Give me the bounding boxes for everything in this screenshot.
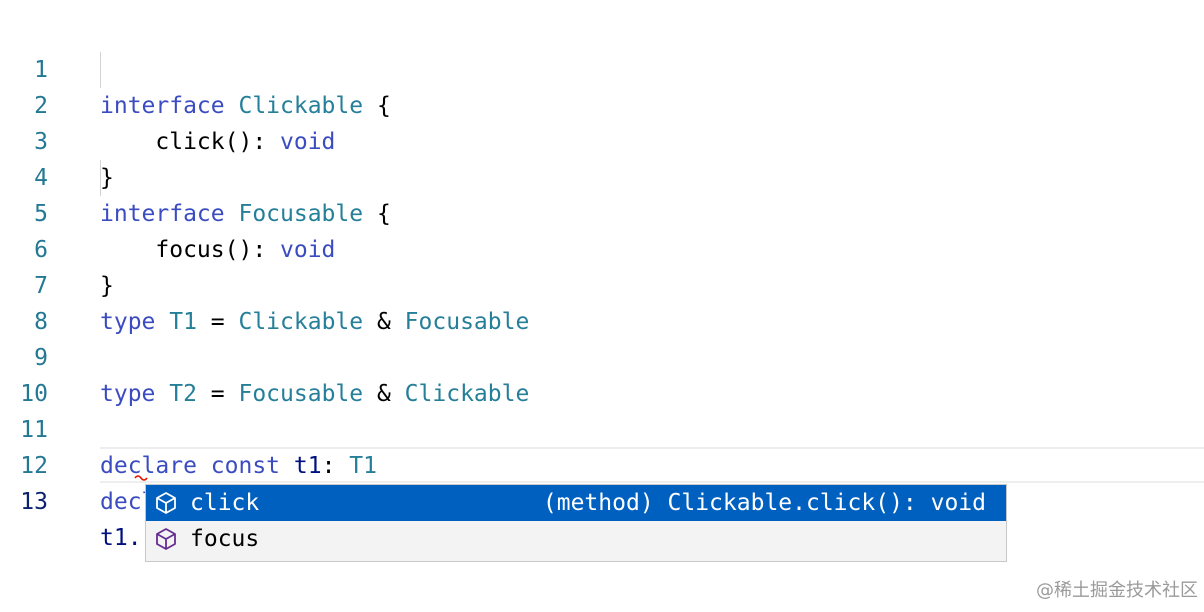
keyword-token: const <box>196 453 281 479</box>
code-line: 5 focus(): void <box>0 160 1204 263</box>
punct-token: = <box>196 309 225 335</box>
punct-token: (): <box>224 237 267 263</box>
suggest-detail: (method) Clickable.click(): void <box>542 490 986 516</box>
keyword-token: void <box>266 129 336 155</box>
punct-token: & <box>363 381 391 407</box>
keyword-token: interface <box>100 93 225 119</box>
method-token: focus <box>100 237 225 263</box>
error-squiggle <box>134 475 148 481</box>
code-line: 11 declare const t1: T1 <box>0 376 1204 479</box>
indent-guide <box>100 160 101 196</box>
keyword-token: declare <box>100 453 197 479</box>
punct-token: (): <box>224 129 267 155</box>
code-line: 10 <box>0 340 1204 407</box>
code-line: 9 type T2 = Focusable & Clickable <box>0 304 1204 407</box>
code-line: 8 <box>0 268 1204 335</box>
code-line: 3 } <box>0 88 1204 191</box>
type-token: T2 <box>155 381 197 407</box>
line-number: 10 <box>20 381 48 407</box>
keyword-token: interface <box>100 201 225 227</box>
type-token: Focusable <box>390 309 530 335</box>
line-number: 7 <box>34 273 48 299</box>
punct-token: { <box>363 93 391 119</box>
method-token: click <box>100 129 225 155</box>
line-number: 2 <box>34 93 48 119</box>
suggest-item-click[interactable]: click (method) Clickable.click(): void <box>146 485 1006 521</box>
code-line: 1 interface Clickable { <box>0 16 1204 119</box>
suggest-label: click <box>190 490 260 516</box>
code-line: 12 declare const t2: T2 <box>0 412 1204 515</box>
identifier-token: t1 <box>280 453 322 479</box>
keyword-token: type <box>100 381 156 407</box>
type-token: Clickable <box>224 309 364 335</box>
line-number: 1 <box>34 57 48 83</box>
code-line-current[interactable]: 13 t1. <box>0 448 1204 551</box>
suggest-widget[interactable]: click (method) Clickable.click(): void f… <box>145 484 1007 562</box>
punct-token: } <box>100 165 114 191</box>
code-line: 6 } <box>0 196 1204 299</box>
method-cube-icon <box>156 492 176 514</box>
line-number: 8 <box>34 309 48 335</box>
current-line-highlight <box>100 447 1204 483</box>
type-token: T1 <box>335 453 377 479</box>
line-number: 13 <box>20 489 48 515</box>
identifier-token: t1. <box>100 525 142 551</box>
punct-token: } <box>100 273 114 299</box>
code-line: 2 click(): void <box>0 52 1204 155</box>
watermark: @稀土掘金技术社区 <box>1036 580 1198 601</box>
type-token: T1 <box>155 309 197 335</box>
line-number: 6 <box>34 237 48 263</box>
type-token: Clickable <box>224 93 364 119</box>
punct-token: { <box>363 201 391 227</box>
line-number: 11 <box>20 417 48 443</box>
punct-token: & <box>363 309 391 335</box>
punct-token: = <box>196 381 225 407</box>
punct-token: : <box>321 453 336 479</box>
line-number: 12 <box>20 453 48 479</box>
line-number: 4 <box>34 165 48 191</box>
code-line: 7 type T1 = Clickable & Focusable <box>0 232 1204 335</box>
type-token: Focusable <box>224 201 364 227</box>
code-line: 4 interface Focusable { <box>0 124 1204 227</box>
method-cube-icon <box>156 528 176 550</box>
type-token: Clickable <box>390 381 530 407</box>
suggest-label: focus <box>190 526 260 552</box>
keyword-token: type <box>100 309 156 335</box>
indent-guide <box>100 52 101 88</box>
line-number: 9 <box>34 345 48 371</box>
suggest-item-focus[interactable]: focus <box>146 521 1006 557</box>
type-token: Focusable <box>224 381 364 407</box>
keyword-token: void <box>266 237 336 263</box>
line-number: 5 <box>34 201 48 227</box>
line-number: 3 <box>34 129 48 155</box>
